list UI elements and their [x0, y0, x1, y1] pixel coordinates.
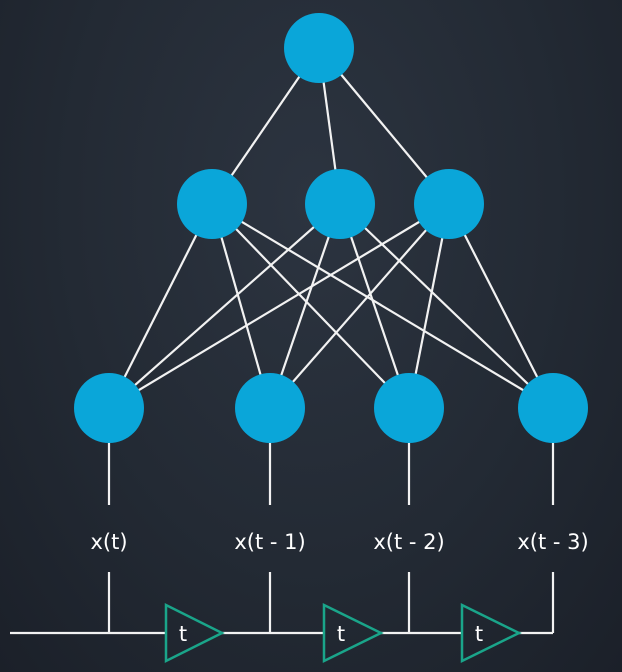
- input-wires: [107, 408, 555, 633]
- input-labels: x(t) x(t - 1) x(t - 2) x(t - 3): [90, 530, 588, 554]
- edge-h1-i3: [211, 203, 410, 409]
- edge-h1-i1: [108, 203, 213, 409]
- edge-h1-i2: [210, 203, 272, 409]
- input-label-1: x(t): [90, 530, 127, 554]
- edge-h3-i4: [448, 203, 554, 409]
- input-label-4: x(t - 3): [517, 530, 588, 554]
- input-node-i4: [518, 373, 588, 443]
- delay-label-1: t: [179, 622, 187, 646]
- output-node-o1: [284, 13, 354, 83]
- input-node-i2: [235, 373, 305, 443]
- edge-h2-i1: [108, 203, 341, 409]
- edge-h3-i1: [108, 203, 450, 409]
- input-label-3: x(t - 2): [373, 530, 444, 554]
- delay-block-1: [164, 602, 225, 664]
- edge-h3-i2: [269, 203, 450, 409]
- delay-label-2: t: [337, 622, 345, 646]
- hidden-node-h3: [414, 169, 484, 239]
- hidden-node-h2: [305, 169, 375, 239]
- input-label-2: x(t - 1): [234, 530, 305, 554]
- delay-block-3: [460, 602, 522, 664]
- delay-label-3: t: [475, 622, 483, 646]
- edge-h2-i3: [338, 203, 411, 409]
- hidden-node-h1: [177, 169, 247, 239]
- input-node-i3: [374, 373, 444, 443]
- edge-h1-i4: [211, 203, 554, 409]
- input-node-i1: [74, 373, 144, 443]
- neurons: [74, 13, 588, 443]
- edge-h2-i4: [339, 203, 554, 409]
- edge-h2-i2: [268, 203, 342, 409]
- delay-block-2: [322, 602, 384, 664]
